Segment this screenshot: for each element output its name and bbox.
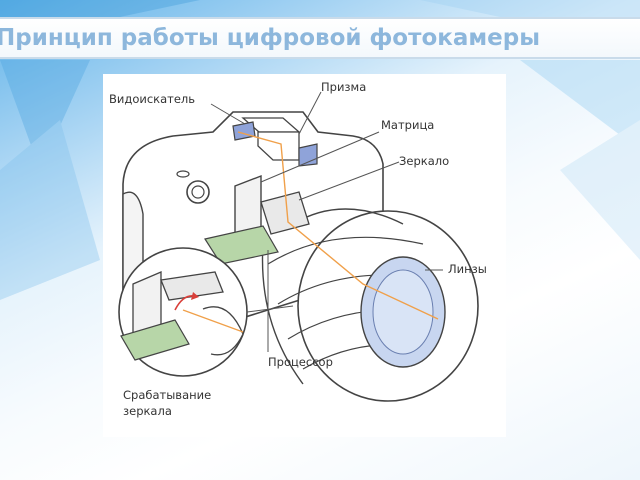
- slide-title: Принцип работы цифровой фотокамеры: [0, 25, 541, 51]
- label-mirror: Зеркало: [399, 154, 450, 168]
- label-lenses: Линзы: [448, 262, 487, 276]
- light-ray: [237, 131, 439, 320]
- title-bar: Принцип работы цифровой фотокамеры: [0, 17, 640, 59]
- mirror: [260, 191, 310, 235]
- processor-board: [204, 225, 279, 265]
- mirror-trigger-inset: [118, 247, 248, 377]
- prism-assembly: [232, 117, 318, 167]
- label-matrix: Матрица: [381, 118, 435, 132]
- label-viewfinder: Видоискатель: [109, 92, 196, 106]
- lens-barrel: [261, 208, 479, 402]
- label-processor: Процессор: [268, 355, 333, 369]
- leader-lines: [210, 91, 443, 352]
- camera-diagram: Видоискатель Призма Матрица Зеркало Линз…: [103, 74, 506, 437]
- camera-illustration: [118, 91, 479, 402]
- label-mirror-trigger-line2: зеркала: [123, 404, 172, 418]
- label-mirror-trigger-line1: Срабатывание: [123, 388, 212, 402]
- label-prism: Призма: [321, 80, 367, 94]
- mode-dial: [186, 180, 210, 204]
